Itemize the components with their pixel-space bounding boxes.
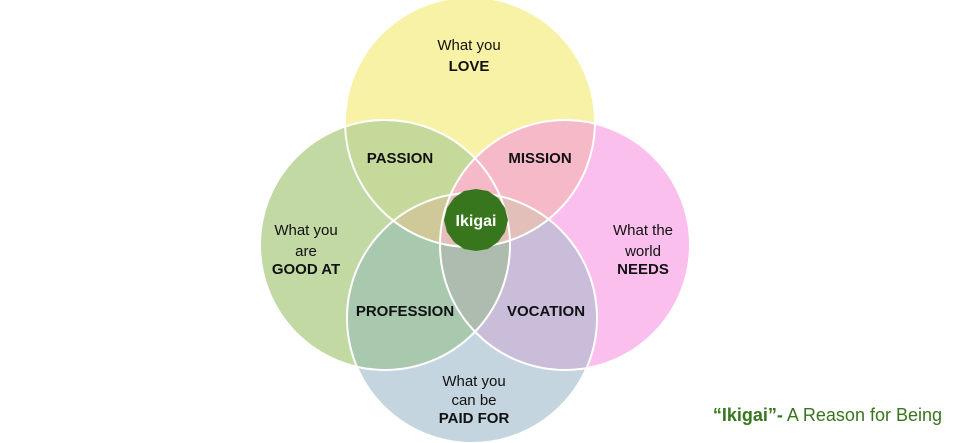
mission-label: MISSION xyxy=(508,150,571,167)
caption-subtitle: A Reason for Being xyxy=(782,405,942,425)
caption-title: “Ikigai” xyxy=(712,405,777,425)
good-at-label-line3: GOOD AT xyxy=(272,261,340,278)
needs-label-line3: NEEDS xyxy=(617,261,669,278)
profession-label: PROFESSION xyxy=(356,303,454,320)
paid-for-label-line1: What you xyxy=(442,373,505,390)
love-label-line2: LOVE xyxy=(449,58,490,75)
vocation-region xyxy=(440,193,597,370)
paid-for-label-line2: can be xyxy=(451,392,496,409)
circle-outlines xyxy=(259,0,691,443)
ikigai-center-badge xyxy=(444,189,508,251)
caption-separator: - xyxy=(776,405,783,425)
ikigai-center-label: Ikigai xyxy=(456,213,497,230)
paid-for-label-line3: PAID FOR xyxy=(439,410,510,427)
love-label-line1: What you xyxy=(437,37,500,54)
good-at-label-line1: What you xyxy=(274,222,337,239)
core-overlap-region xyxy=(440,193,510,370)
needs-label-line1: What the xyxy=(613,222,673,239)
passion-label: PASSION xyxy=(367,150,433,167)
vocation-label: VOCATION xyxy=(507,303,585,320)
caption: “Ikigai”- A Reason for Being xyxy=(713,405,942,426)
needs-label-line2: world xyxy=(624,243,661,260)
profession-region xyxy=(347,193,510,370)
good-at-label-line2: are xyxy=(295,243,317,260)
